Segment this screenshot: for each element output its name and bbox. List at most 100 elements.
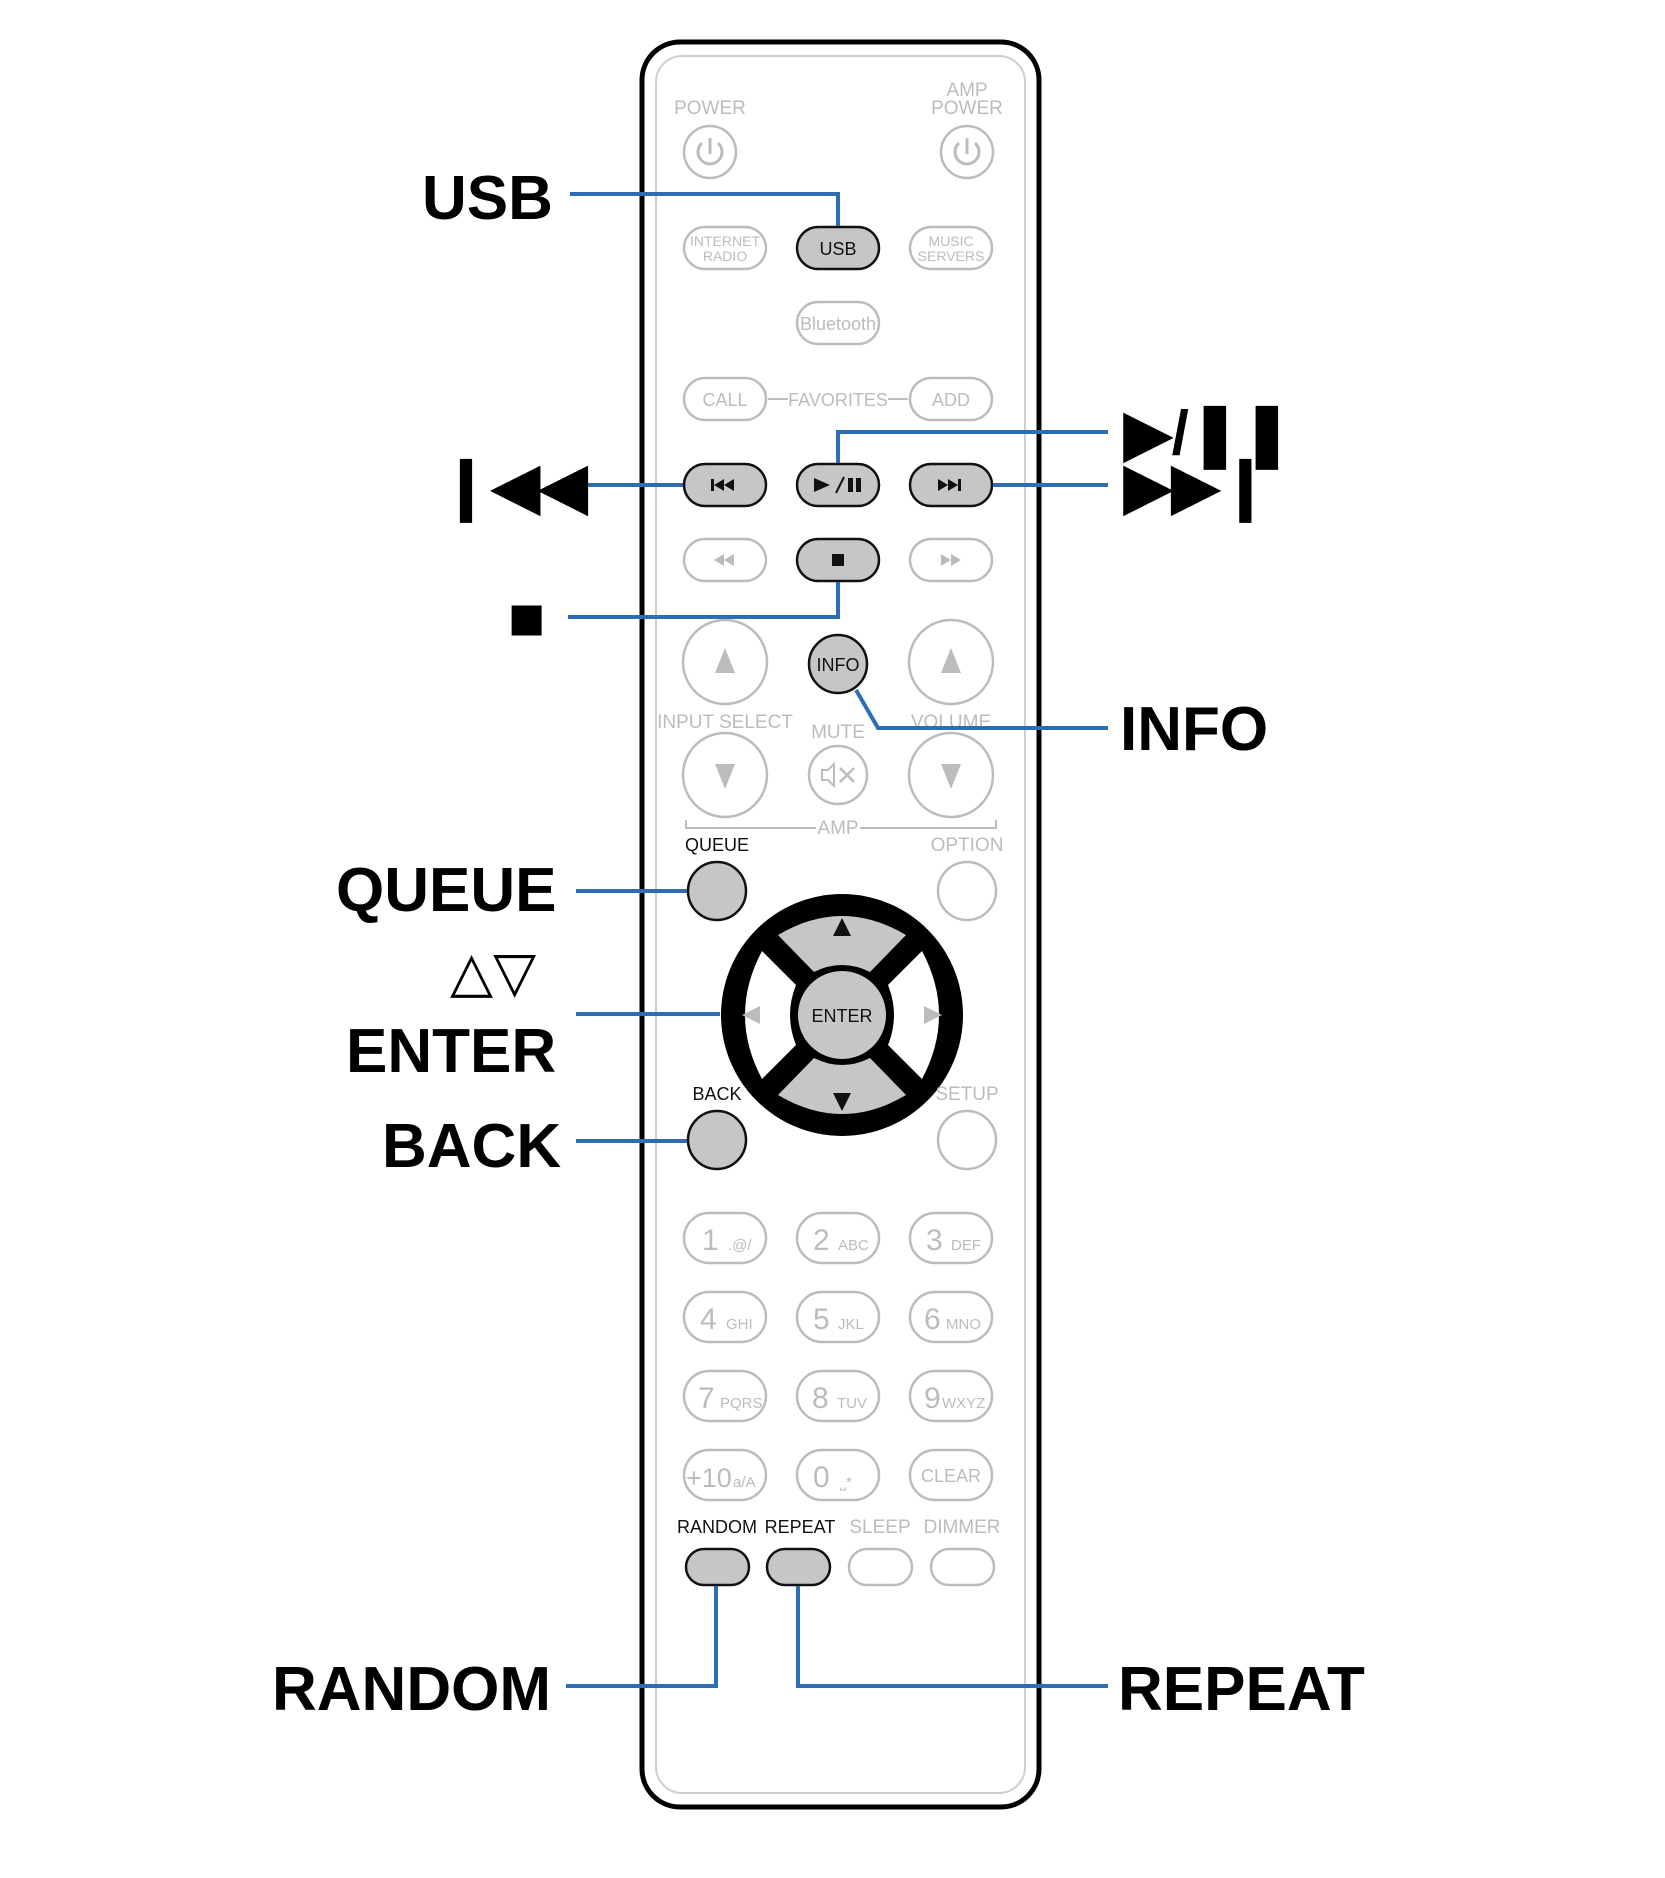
up-arrow-icon [941,648,961,673]
setup-label: SETUP [935,1084,998,1105]
key-6[interactable]: 6 MNO [908,1290,994,1344]
info-leader-line [854,688,1108,730]
key-1[interactable]: 1 .@/ [682,1211,768,1265]
usb-button[interactable]: USB [795,225,881,271]
key-0[interactable]: 0 ⎵* [795,1448,881,1502]
next-button[interactable] [908,462,994,508]
music-servers-label-line2: SERVERS [918,248,985,264]
dimmer-button[interactable] [929,1547,996,1587]
clear-label: CLEAR [921,1466,981,1486]
internet-radio-label-line2: RADIO [703,248,747,264]
rewind-button[interactable] [682,537,768,583]
add-button[interactable]: ADD [908,376,994,422]
back-button[interactable] [686,1109,748,1171]
random-leader-line [566,1586,718,1688]
repeat-label: REPEAT [765,1517,836,1537]
bluetooth-button[interactable]: Bluetooth [795,300,881,346]
queue-callout: QUEUE [336,856,556,925]
input-select-up-button[interactable] [681,618,769,706]
down-arrow-icon [715,764,735,789]
power-icon [953,138,981,166]
next-icon [938,479,961,491]
volume-down-button[interactable] [907,731,995,819]
d-pad: ENTER [721,894,963,1136]
fast-forward-button[interactable] [908,537,994,583]
play-pause-leader-line [836,430,1108,463]
down-arrow-icon [941,764,961,789]
play-pause-icon [814,476,861,494]
stop-leader-line [568,582,840,619]
amp-power-button[interactable] [939,124,995,180]
add-label: ADD [932,390,970,410]
key-9[interactable]: 9 WXYZ [908,1369,994,1423]
key-number: 0 [813,1461,830,1494]
key-5[interactable]: 5 JKL [795,1290,881,1344]
key-letters: MNO [946,1316,981,1333]
amp-bracket-left [685,820,816,829]
key-2[interactable]: 2 ABC [795,1211,881,1265]
d-pad-up-button[interactable] [778,916,906,972]
option-button[interactable] [936,860,998,922]
info-button[interactable]: INFO [807,633,869,695]
key-plus-10[interactable]: +10 a/A [682,1448,768,1502]
power-button[interactable] [682,124,738,180]
repeat-button[interactable] [765,1547,832,1587]
key-3[interactable]: 3 DEF [908,1211,994,1265]
dimmer-label: DIMMER [923,1517,1000,1538]
info-button-label: INFO [817,655,860,675]
d-pad-right-button[interactable] [888,951,939,1079]
sleep-label: SLEEP [849,1517,910,1538]
key-number: 6 [924,1303,941,1336]
stop-icon [832,554,844,566]
random-callout: RANDOM [272,1655,551,1724]
key-letters: PQRS [720,1395,763,1412]
clear-button[interactable]: CLEAR [908,1448,994,1502]
stop-button[interactable] [795,537,881,583]
up-down-callout: △▽ [450,940,536,1003]
d-pad-down-button[interactable] [778,1058,906,1114]
internet-radio-button[interactable]: INTERNET RADIO [682,225,768,271]
key-number: 9 [924,1382,941,1415]
amp-bracket-right [860,820,997,829]
queue-label: QUEUE [685,835,749,855]
enter-callout: ENTER [346,1017,556,1086]
stop-callout: ■ [508,584,545,653]
call-label: CALL [702,390,747,410]
random-button[interactable] [684,1547,751,1587]
sleep-button[interactable] [847,1547,914,1587]
key-4[interactable]: 4 GHI [682,1290,768,1344]
music-servers-label-line1: MUSIC [928,233,973,249]
up-arrow-icon [715,648,735,673]
usb-button-label: USB [819,239,856,259]
usb-leader-line [570,192,840,226]
volume-up-button[interactable] [907,618,995,706]
music-servers-button[interactable]: MUSIC SERVERS [908,225,994,271]
internet-radio-label-line1: INTERNET [690,233,760,249]
remote-inner-outline [655,55,1026,1794]
next-callout: ▶▶❙ [1123,452,1271,523]
option-label: OPTION [931,835,1004,856]
key-8[interactable]: 8 TUV [795,1369,881,1423]
input-select-down-button[interactable] [681,731,769,819]
key-number: +10 [686,1463,732,1493]
favorites-label: FAVORITES [788,390,888,410]
d-pad-left-button[interactable] [745,951,796,1079]
amp-power-label-line1: AMP [946,80,987,101]
setup-button[interactable] [936,1109,998,1171]
play-pause-callout: ▶/❚❚ [1123,399,1293,470]
previous-button[interactable] [682,462,768,508]
back-callout: BACK [382,1112,561,1181]
play-pause-button[interactable] [795,462,881,508]
enter-button[interactable]: ENTER [796,969,888,1061]
random-label: RANDOM [677,1517,757,1537]
fast-forward-icon [941,554,961,566]
key-number: 8 [812,1382,829,1415]
key-7[interactable]: 7 PQRS [682,1369,768,1423]
power-label: POWER [674,98,746,119]
call-button[interactable]: CALL [682,376,768,422]
mute-button[interactable] [807,744,869,806]
right-arrow-icon [924,1006,942,1024]
queue-button[interactable] [686,860,748,922]
key-letters: DEF [951,1237,981,1254]
previous-callout: ❙◀◀ [440,452,589,523]
